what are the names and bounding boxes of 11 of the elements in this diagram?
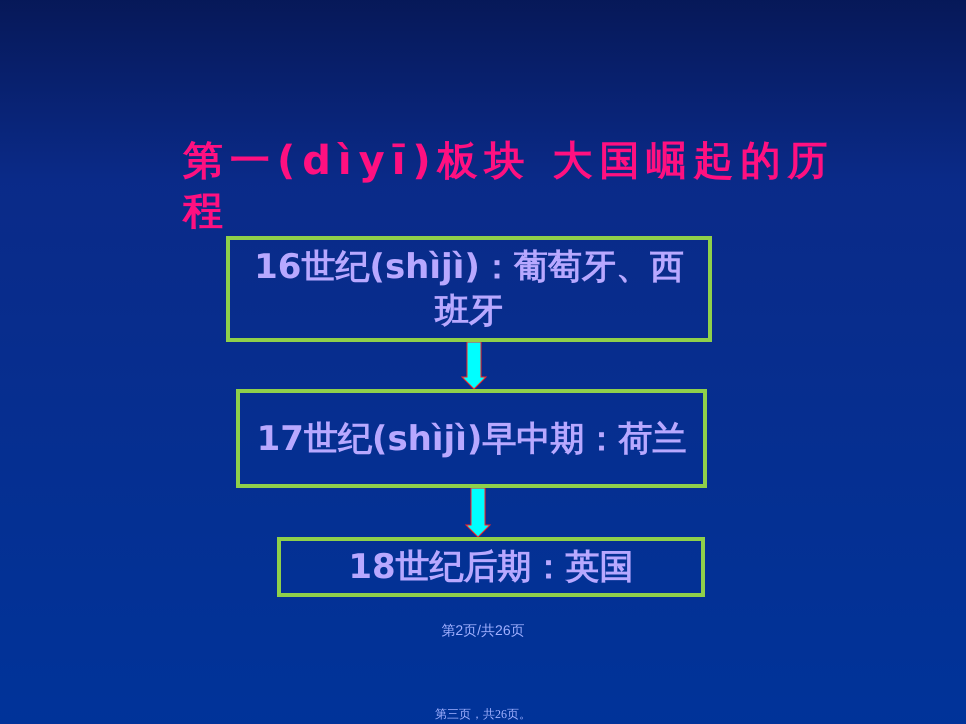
- period-text: 16世纪(shìjì)：葡萄牙、西班牙: [253, 246, 685, 333]
- block-arrow: [460, 342, 488, 390]
- period-box: [277, 537, 705, 597]
- page-number: 第三页，共26页。: [435, 706, 531, 723]
- period-box: [226, 236, 712, 342]
- period-box: [236, 389, 707, 488]
- slide-title: 第一(dìyī)板块 大国崛起的历程: [183, 137, 836, 236]
- period-text: 17世纪(shìjì)早中期：荷兰: [256, 418, 688, 460]
- period-text: 18世纪后期：英国: [347, 546, 635, 589]
- block-arrow: [464, 488, 492, 538]
- page-number: 第2页/共26页: [441, 622, 525, 640]
